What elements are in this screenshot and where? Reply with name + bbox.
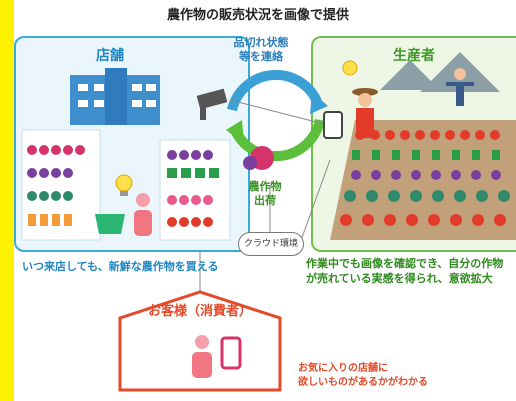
shopper-icon: [134, 193, 152, 236]
shopping-basket-icon: [95, 214, 125, 234]
flow-label-top-line1: 品切れ状態: [233, 36, 289, 49]
farm-field: [330, 52, 516, 240]
cloud-label: クラウド環境: [238, 232, 304, 256]
store-caption: いつ来店しても、新鮮な農作物を買える: [22, 260, 219, 273]
consumer-caption-line1: お気に入りの店舗に: [298, 363, 388, 374]
store-building-icon: [70, 68, 160, 125]
bulb-icon: [342, 60, 358, 76]
cycle-arrows-icon: [226, 69, 328, 170]
bulb-icon: [115, 174, 133, 196]
flow-label-bottom: 農作物 出荷: [240, 180, 290, 208]
vegetables-icon: [21, 129, 231, 241]
farmer-icon: [352, 88, 378, 138]
flow-label-top-line2: 等を連絡: [239, 50, 283, 63]
page-title: 農作物の販売状況を画像で提供: [166, 8, 349, 23]
consumer-caption: お気に入りの店舗に 欲しいものがあるかがわかる: [298, 362, 428, 390]
producer-caption-line2: が売れている実感を得られ、意欲拡大: [306, 272, 493, 285]
scarecrow-icon: [446, 68, 474, 106]
flow-label-top: 品切れ状態 等を連絡: [226, 36, 296, 64]
flow-label-bottom-line1: 農作物: [248, 180, 282, 193]
connector-lines: [199, 99, 331, 296]
side-band: [0, 0, 14, 401]
camera-icon: [196, 88, 228, 120]
shopper-icon: [192, 335, 212, 378]
smartphone-icon: [220, 336, 242, 370]
producer-title: 生産者: [393, 48, 435, 64]
consumer-title: お客様（消費者）: [147, 304, 252, 319]
flow-label-bottom-line2: 出荷: [254, 194, 276, 207]
consumer-caption-line2: 欲しいものがあるかがわかる: [298, 377, 428, 388]
tablet-icon: [323, 111, 343, 139]
producer-caption-line1: 作業中でも画像を確認でき、自分の作物: [306, 257, 504, 270]
store-title: 店舗: [96, 48, 124, 64]
